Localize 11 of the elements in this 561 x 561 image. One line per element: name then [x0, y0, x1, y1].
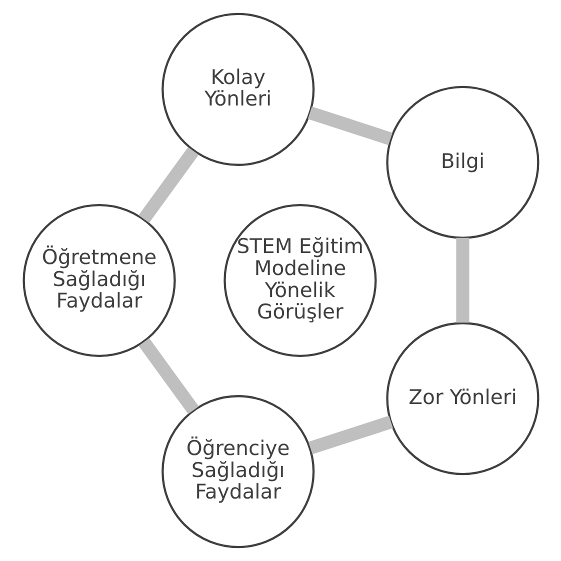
- node-circle: Kolay Yönleri: [161, 12, 314, 166]
- node-circle: Zor Yönleri: [386, 322, 539, 476]
- connector: [308, 416, 392, 454]
- node-circle: STEM Eğitim Modeline Yönelik Görüşler: [223, 204, 376, 358]
- connector: [307, 106, 392, 146]
- connector: [456, 238, 469, 323]
- connector: [138, 147, 198, 223]
- node-circle: Öğrenciye Sağladığı Faydalar: [161, 395, 314, 548]
- node-circle: Öğretmene Sağladığı Faydalar: [22, 204, 176, 358]
- node-circle: Bilgi: [386, 86, 539, 239]
- connector: [138, 338, 198, 414]
